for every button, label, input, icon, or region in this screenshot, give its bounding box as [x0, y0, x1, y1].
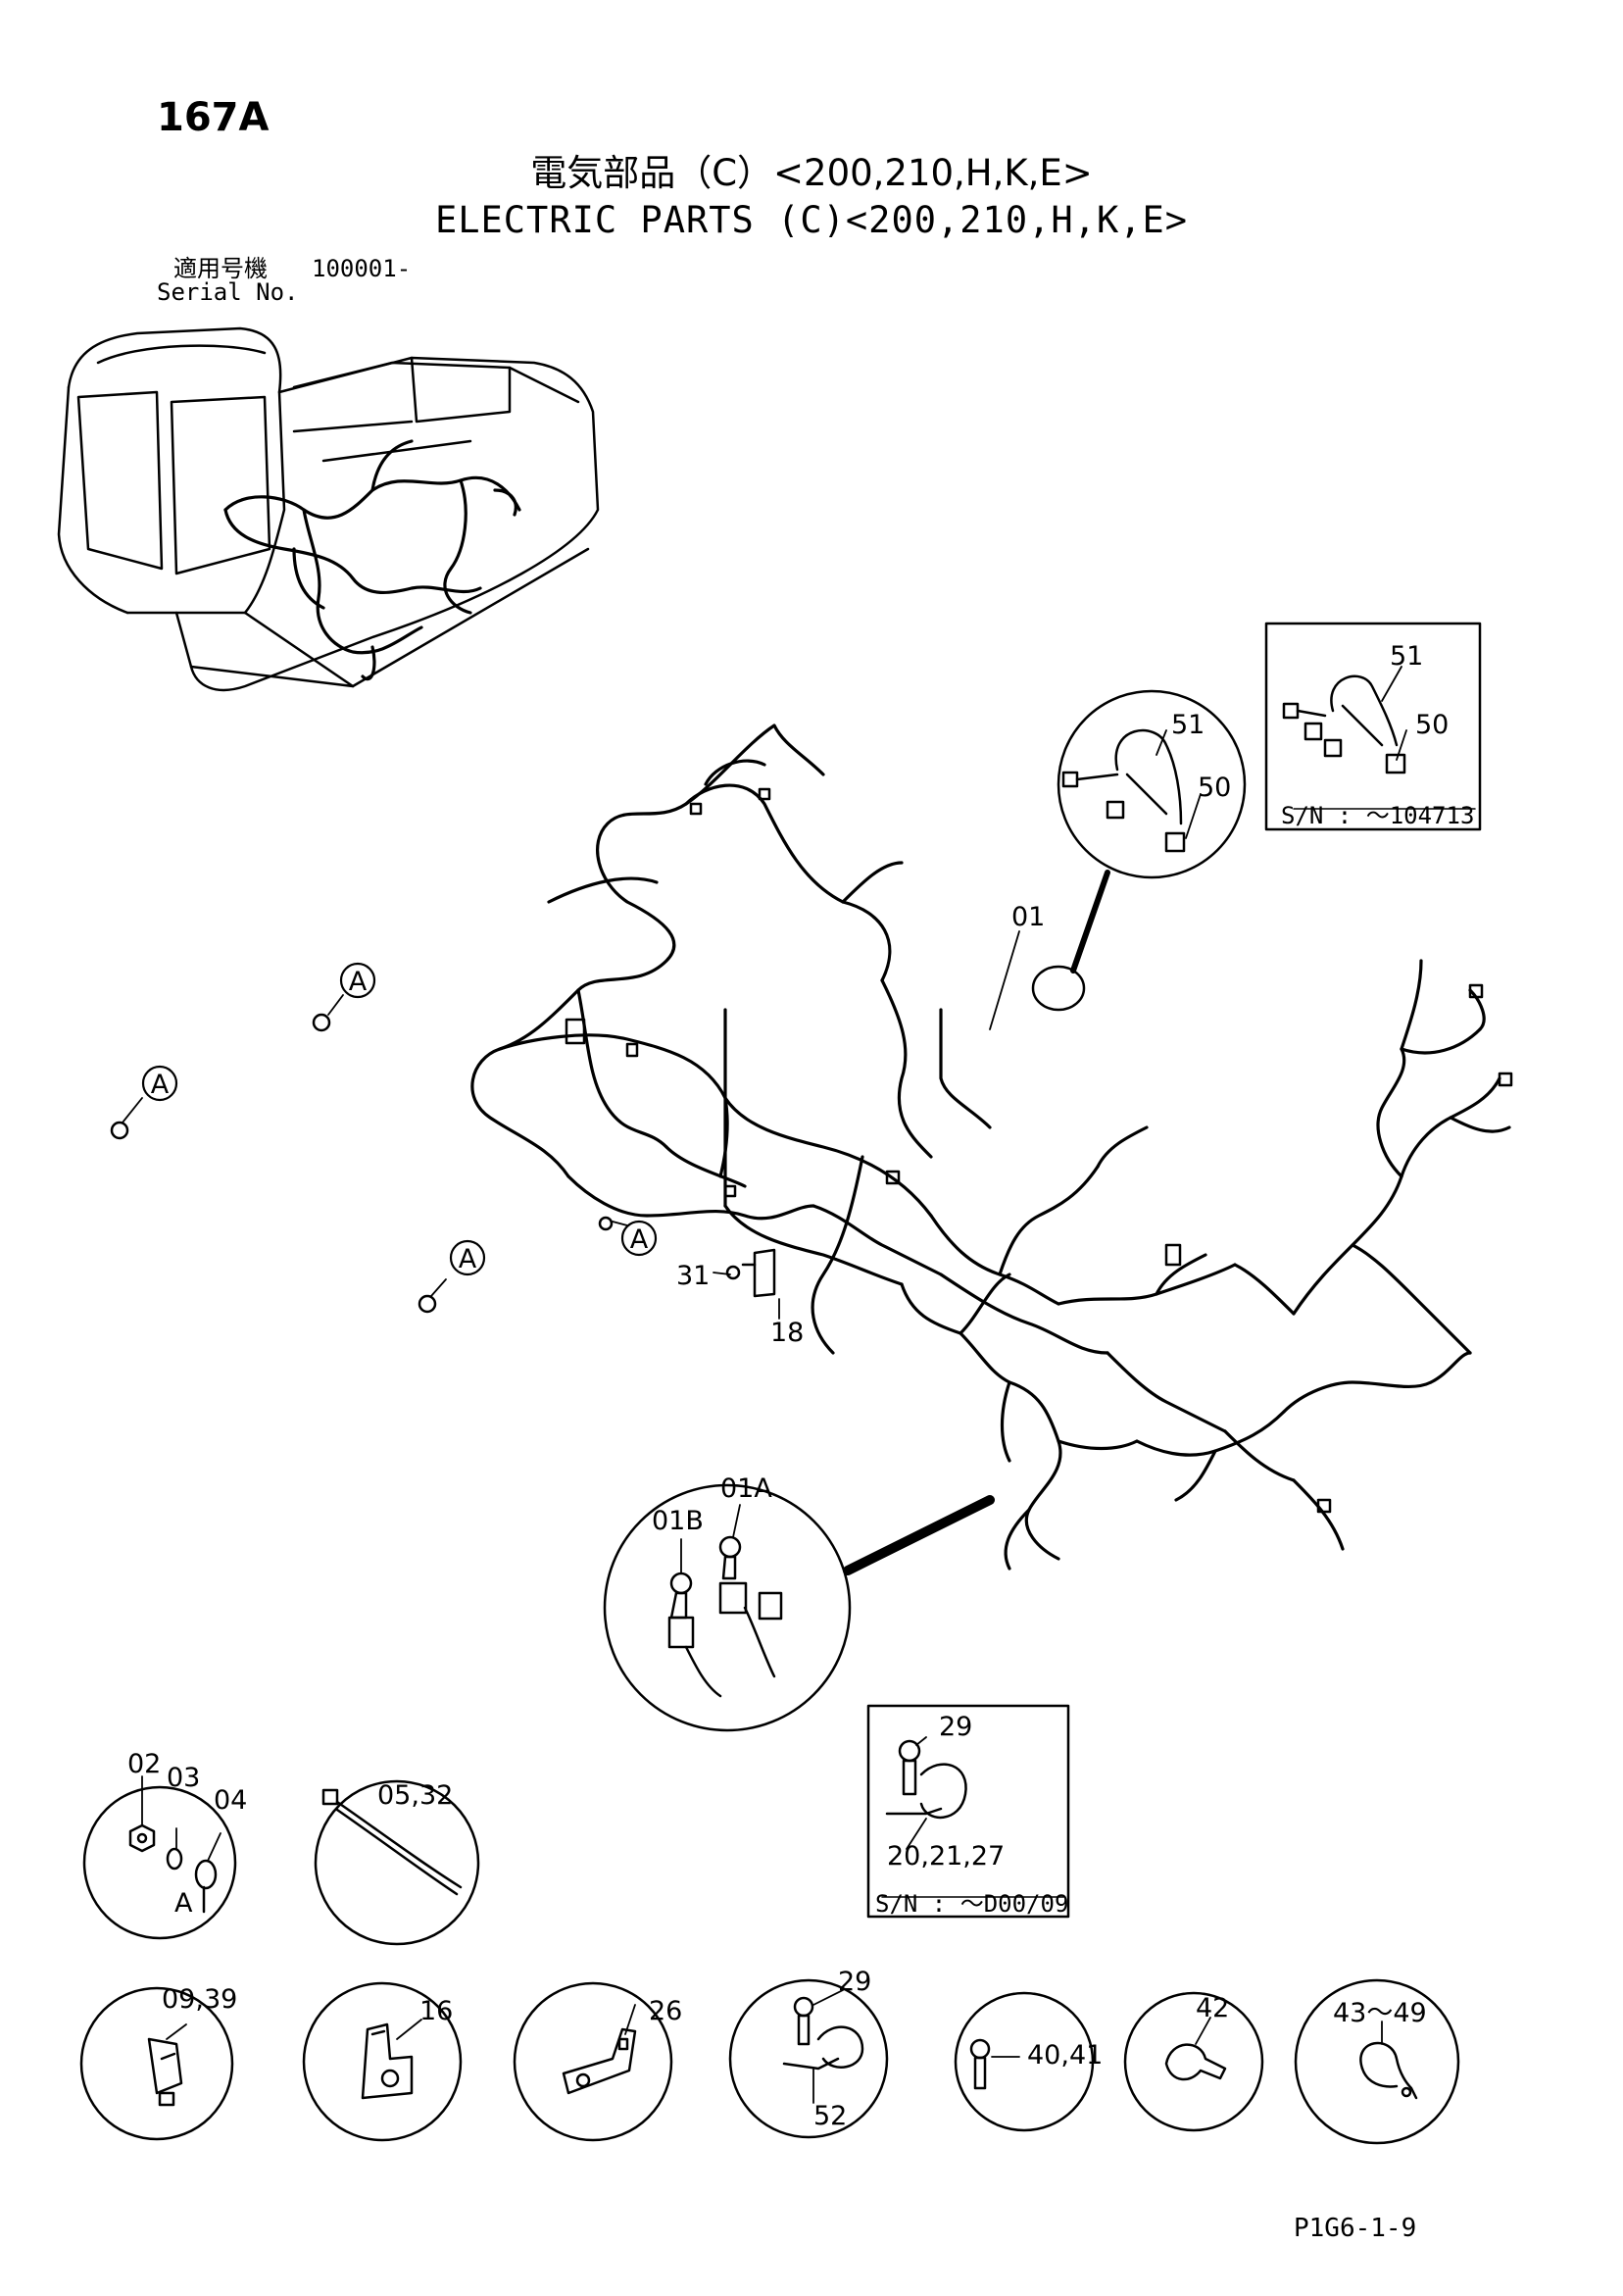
bracket16-label: 16: [419, 1996, 453, 2026]
nut-a-drawings: [110, 1013, 614, 1314]
cab-overview-drawing: [57, 326, 600, 692]
serial-label-english: Serial No.: [157, 278, 299, 306]
detail-circle-washers: [82, 1785, 237, 1940]
detail-circle-terminals: [603, 1483, 852, 1732]
inset-serial-note: S/N : ～104713: [1281, 802, 1474, 829]
detail-circle-bracket26: [513, 1981, 673, 2142]
detail-circle-bracket16: [302, 1981, 463, 2142]
cab-harness-overview: [223, 439, 521, 681]
clamp-43-drawing: [1359, 2041, 1418, 2100]
detail-circle-clamp43: [1294, 1978, 1460, 2145]
callout-a-3: A: [459, 1244, 477, 1274]
main-harness-drawing: [470, 724, 1511, 1571]
bracket-18-drawing: [725, 1248, 776, 1298]
detail-circle-tie: [314, 1779, 480, 1946]
detail-circle-connector: [1057, 689, 1247, 879]
clamp-box-parts-label: 20,21,27: [887, 1841, 1005, 1872]
detail-connector-drawing: [1061, 728, 1186, 853]
detail-circle-clamp42: [1123, 1991, 1264, 2132]
detail-terminals-drawing: [667, 1535, 783, 1698]
detail-circle-clip: [79, 1986, 234, 2141]
detail-leader-bottom: [843, 1495, 995, 1575]
bracket-26-drawing: [562, 2027, 637, 2095]
clamp-detail-box: [866, 1704, 1070, 1919]
callout-a-4: A: [630, 1224, 649, 1255]
clamp-detail-drawing: [885, 1739, 967, 1820]
callout-01a: 01A: [720, 1473, 772, 1504]
callout-leaders: [122, 666, 1407, 2104]
callout-a-2: A: [151, 1070, 170, 1100]
inset-box: [1264, 622, 1482, 831]
detail-circle-clamp52: [728, 1978, 889, 2139]
callout-01b: 01B: [652, 1506, 704, 1536]
washer-label-04: 04: [214, 1785, 247, 1816]
bolt-40-drawing: [969, 2038, 991, 2090]
clamp52-part-label: 52: [813, 2101, 847, 2131]
harness-connectors: [565, 787, 1513, 1514]
clamp43-parts-label: 43～49: [1333, 1998, 1427, 2028]
bracket26-label: 26: [649, 1996, 682, 2026]
clip-drawing: [147, 2037, 183, 2107]
title-english: ELECTRIC PARTS (C)<200,210,H,K,E>: [434, 199, 1189, 241]
callout-01: 01: [1011, 902, 1045, 932]
inset-label-50: 50: [1415, 710, 1449, 740]
bracket-16-drawing: [361, 2022, 414, 2100]
washer-label-03: 03: [167, 1763, 200, 1793]
detail-label-51: 51: [1171, 710, 1205, 740]
clamp-42-drawing: [1164, 2043, 1227, 2081]
document-code: P1G6-1-9: [1294, 2214, 1417, 2243]
washer-drawings: [128, 1823, 218, 1914]
inset-connector-drawing: [1282, 674, 1406, 774]
callout-18: 18: [770, 1318, 804, 1348]
washer-ref-a: A: [174, 1888, 193, 1919]
detail-leader-top: [1070, 870, 1110, 973]
page-number: 167A: [157, 95, 270, 140]
title-japanese: 電気部品（C）<200,210,H,K,E>: [530, 152, 1093, 194]
clamp-box-bolt-label: 29: [939, 1712, 972, 1742]
clamp52-bolt-label: 29: [838, 1967, 871, 1997]
callout-a-1: A: [349, 967, 368, 997]
detail-source-ring: [1031, 965, 1086, 1012]
detail-circle-bolt40: [954, 1991, 1095, 2132]
cable-tie-drawing: [321, 1788, 463, 1896]
clip-parts-label: 09,39: [162, 1984, 237, 2015]
serial-label-japanese: 適用号機: [173, 255, 268, 282]
washer-label-02: 02: [127, 1749, 161, 1779]
inset-label-51: 51: [1390, 641, 1423, 672]
clamp42-label: 42: [1196, 1993, 1229, 2023]
callout-31: 31: [676, 1261, 710, 1291]
bolt40-parts-label: 40,41: [1027, 2040, 1103, 2071]
clamp-52-drawing: [782, 1996, 864, 2071]
serial-value: 100001-: [312, 255, 412, 282]
detail-label-50: 50: [1198, 773, 1231, 803]
tie-parts-label: 05,32: [377, 1780, 453, 1811]
clamp-box-serial-note: S/N : ～D00/09: [875, 1890, 1068, 1918]
